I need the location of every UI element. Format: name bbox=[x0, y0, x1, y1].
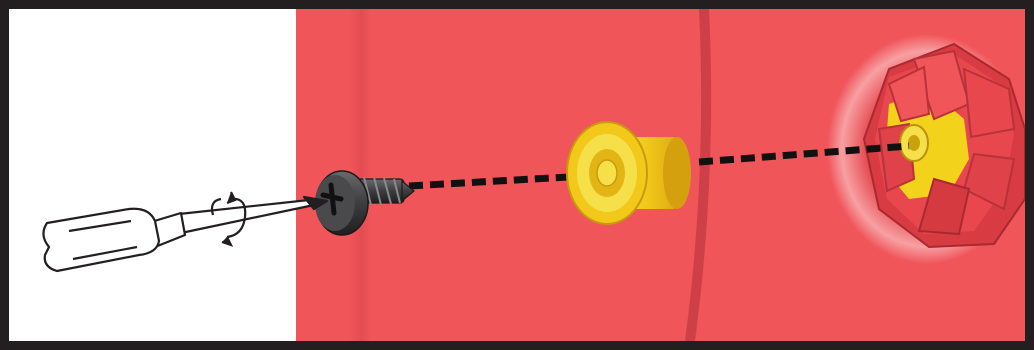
anchor-insert-icon bbox=[567, 122, 691, 224]
screwdriver-icon bbox=[43, 197, 327, 271]
assembly-illustration bbox=[9, 9, 1025, 341]
